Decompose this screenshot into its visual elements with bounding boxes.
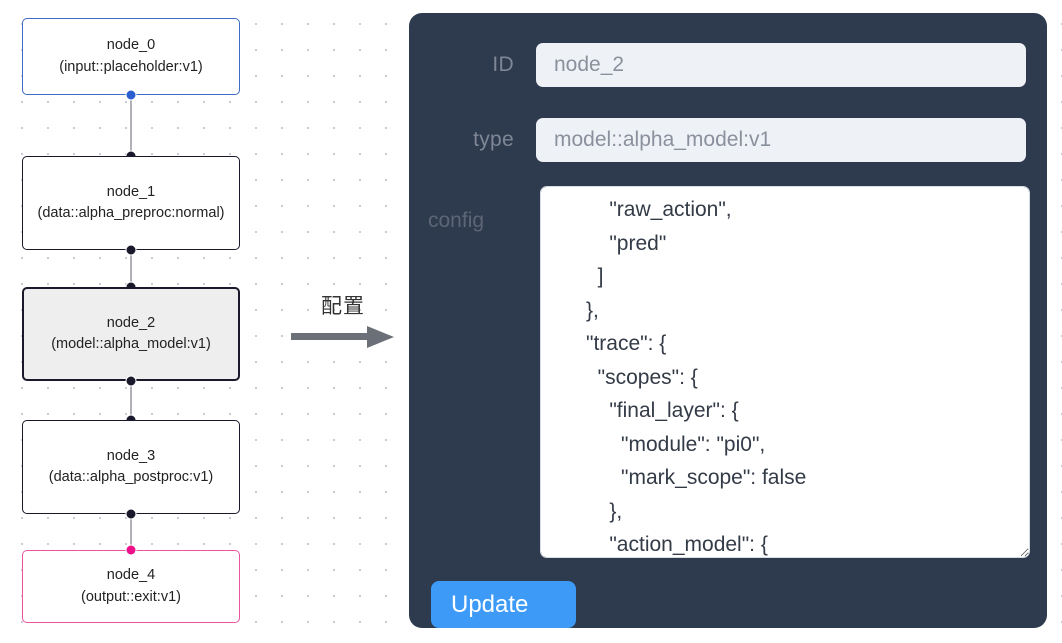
transition-annotation: 配置 — [288, 296, 398, 350]
arrow-right-icon — [288, 324, 398, 350]
graph-canvas[interactable]: node_0 (input::placeholder:v1) node_1 (d… — [0, 0, 400, 643]
handle-source-node_1[interactable] — [125, 244, 137, 256]
node-label: node_0 (input::placeholder:v1) — [59, 37, 203, 75]
handle-source-node_0[interactable] — [125, 89, 137, 101]
field-row-id: ID — [431, 43, 1026, 87]
transition-label: 配置 — [321, 294, 365, 318]
field-row-type: type — [431, 118, 1026, 162]
node-label: node_4 (output::exit:v1) — [81, 567, 181, 605]
handle-source-node_3[interactable] — [125, 508, 137, 520]
handle-target-node_4[interactable] — [125, 544, 137, 556]
graph-node-node_2[interactable]: node_2 (model::alpha_model:v1) — [22, 287, 240, 381]
config-panel: ID type config Update — [409, 13, 1047, 628]
node-label: node_1 (data::alpha_preproc:normal) — [37, 183, 225, 221]
edge-node0-node1[interactable] — [130, 95, 132, 156]
id-field-label: ID — [492, 53, 514, 76]
edge-node3-node4[interactable] — [130, 514, 132, 550]
node-label: node_2 (model::alpha_model:v1) — [51, 314, 211, 352]
config-field-label: config — [428, 209, 485, 232]
config-textarea[interactable] — [540, 186, 1030, 558]
edge-node1-node2[interactable] — [130, 250, 132, 287]
id-input[interactable] — [536, 43, 1026, 87]
graph-node-node_0[interactable]: node_0 (input::placeholder:v1) — [22, 18, 240, 95]
edge-node2-node3[interactable] — [130, 381, 132, 420]
type-field-label: type — [473, 128, 514, 151]
type-input[interactable] — [536, 118, 1026, 162]
node-label: node_3 (data::alpha_postproc:v1) — [48, 447, 214, 485]
update-button[interactable]: Update — [431, 581, 576, 628]
graph-node-node_3[interactable]: node_3 (data::alpha_postproc:v1) — [22, 420, 240, 514]
graph-node-node_4[interactable]: node_4 (output::exit:v1) — [22, 550, 240, 623]
graph-node-node_1[interactable]: node_1 (data::alpha_preproc:normal) — [22, 156, 240, 250]
handle-source-node_2[interactable] — [125, 375, 137, 387]
